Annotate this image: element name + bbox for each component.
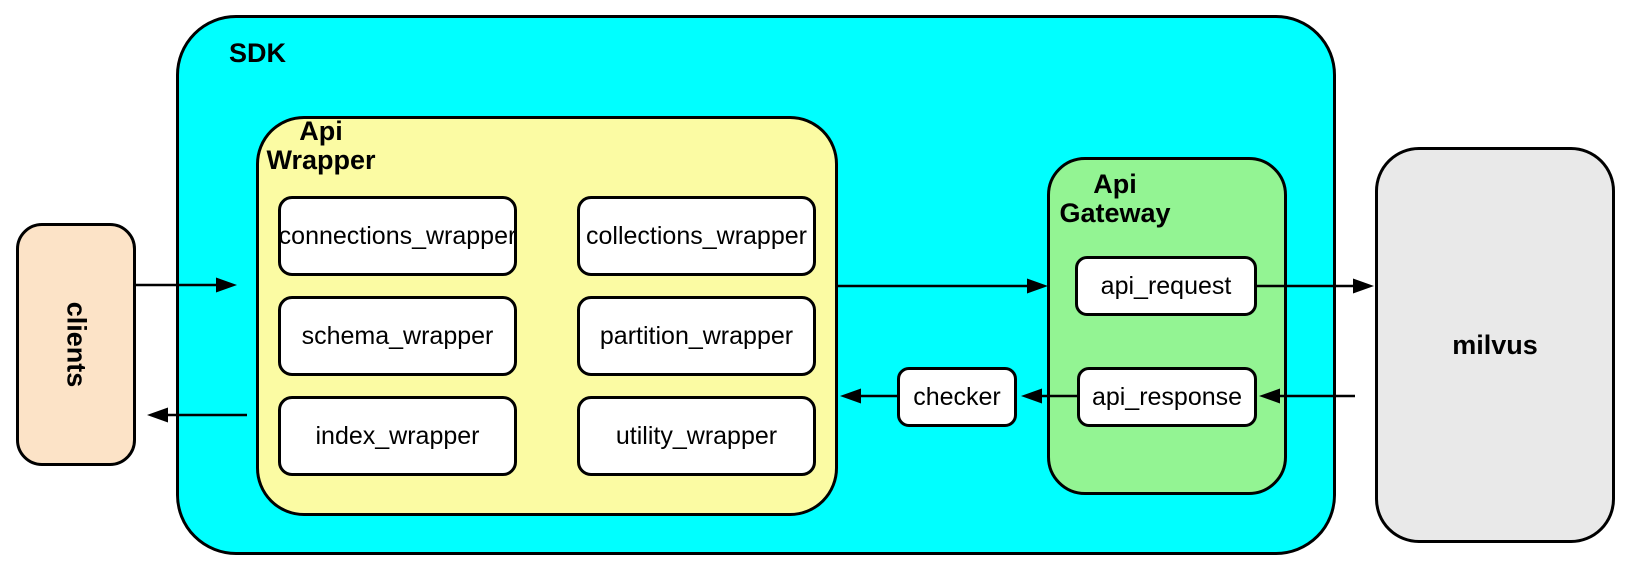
schema-wrapper-node: schema_wrapper	[278, 296, 517, 376]
collections-wrapper-node: collections_wrapper	[577, 196, 816, 276]
milvus-node: milvus	[1375, 147, 1615, 543]
api-wrapper-label: Api Wrapper	[263, 117, 379, 175]
connections-wrapper-node: connections_wrapper	[278, 196, 517, 276]
clients-node: clients	[16, 223, 136, 466]
api-request-node: api_request	[1075, 256, 1257, 316]
api-gateway-label-line2: Gateway	[1059, 198, 1171, 228]
checker-node: checker	[897, 367, 1017, 427]
index-wrapper-node: index_wrapper	[278, 396, 517, 476]
api-gateway-container	[1047, 157, 1287, 495]
api-response-node: api_response	[1077, 367, 1257, 427]
utility-wrapper-node: utility_wrapper	[577, 396, 816, 476]
api-gateway-label-line1: Api	[1093, 169, 1137, 199]
clients-label: clients	[61, 301, 92, 388]
api-wrapper-label-line1: Api	[299, 116, 343, 146]
api-wrapper-label-line2: Wrapper	[266, 145, 376, 175]
milvus-label: milvus	[1452, 329, 1538, 360]
partition-wrapper-node: partition_wrapper	[577, 296, 816, 376]
sdk-label: SDK	[229, 38, 287, 68]
api-gateway-label: Api Gateway	[1057, 170, 1173, 228]
